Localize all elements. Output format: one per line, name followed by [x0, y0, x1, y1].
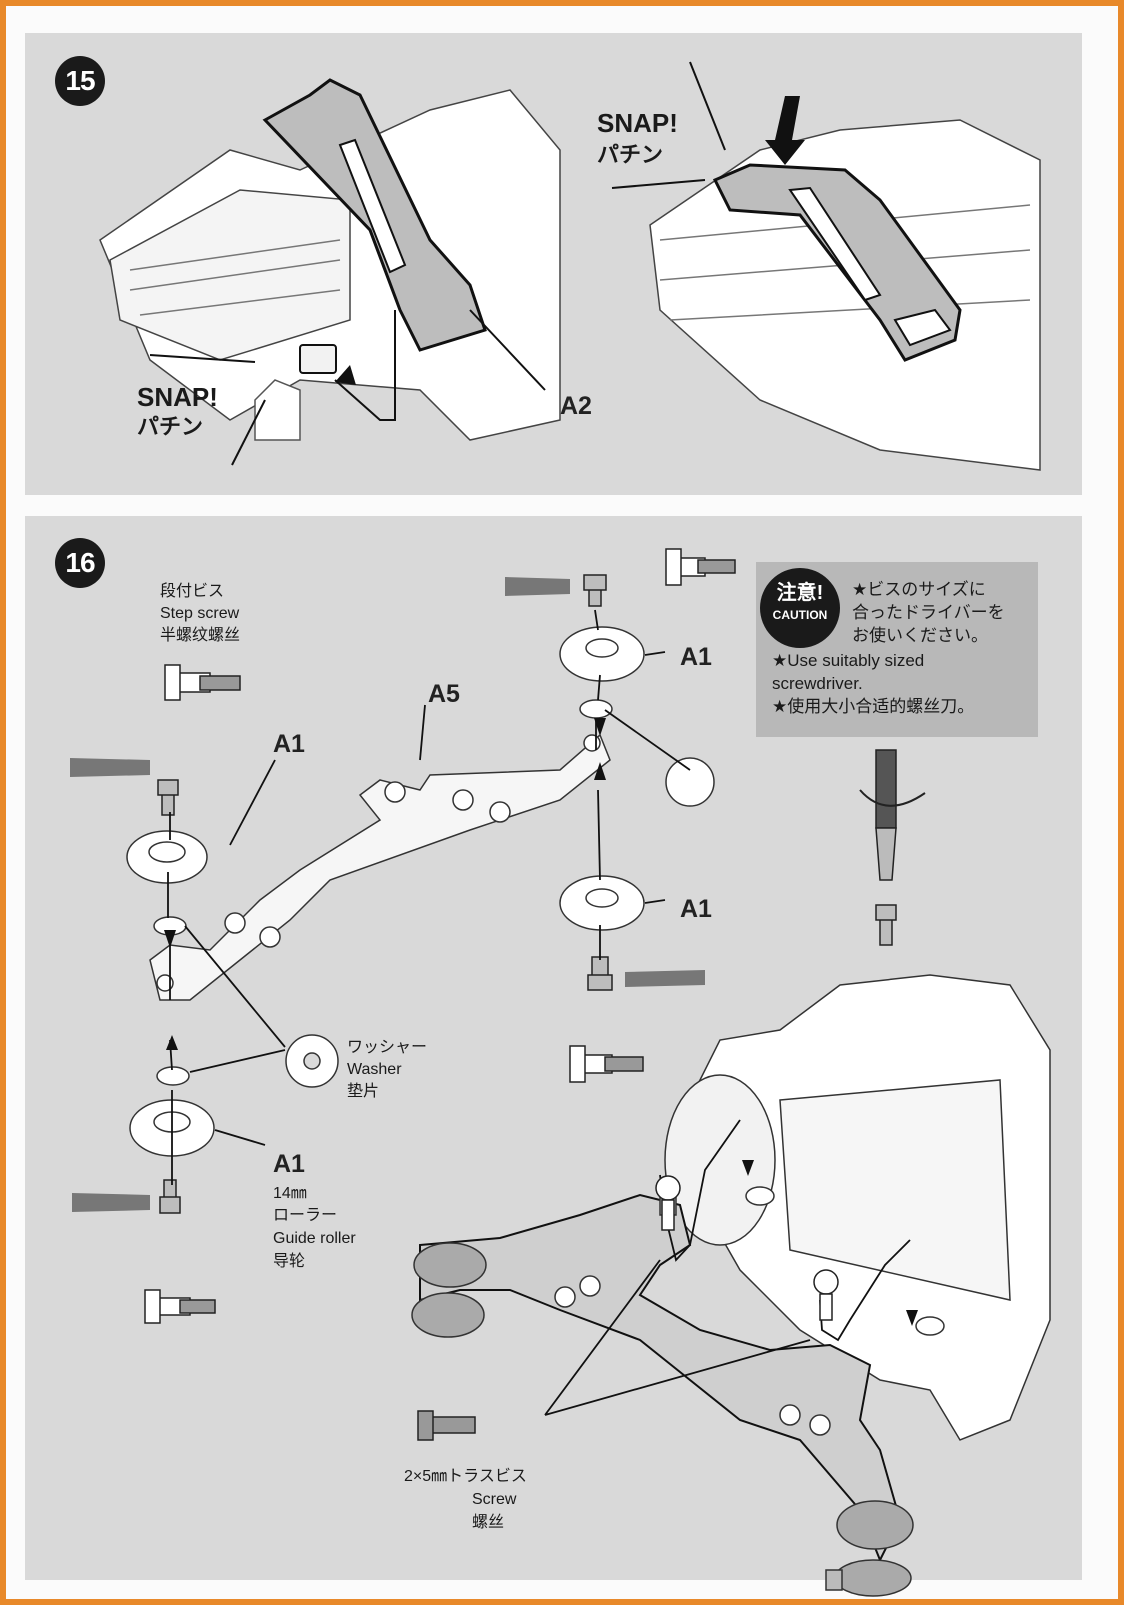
roller-assembled-left — [413, 1242, 487, 1288]
washer-label-en: Washer — [347, 1061, 402, 1078]
step-15-number: 15 — [55, 56, 105, 106]
bracket-a5-assembled — [419, 1193, 902, 1563]
caution-line-1: ★ビスのサイズに — [852, 580, 986, 599]
caution-line-2: 合ったドライバーを — [852, 603, 1005, 622]
step-16-number: 16 — [55, 538, 105, 588]
screw-label-cn: 螺丝 — [472, 1514, 505, 1531]
part-label-a1-upper-left: A1 — [273, 730, 305, 758]
driver-lower-left — [72, 1193, 150, 1212]
washer-top-right — [579, 699, 613, 719]
roller-size-label: 14㎜ — [273, 1185, 307, 1202]
step-screw-label-jp: 段付ビス — [160, 583, 225, 600]
caution-line-5: screwdriver. — [772, 674, 863, 693]
part-label-a1-mid-right: A1 — [680, 895, 712, 923]
washer-label-cn: 垫片 — [347, 1083, 380, 1100]
caution-line-4: ★Use suitably sized — [772, 651, 925, 670]
caution-badge-en: CAUTION — [772, 608, 828, 622]
snap-tab-left — [299, 344, 337, 374]
caution-line-3: お使いください。 — [852, 626, 988, 645]
roller-label-cn: 导轮 — [273, 1253, 306, 1270]
driver-top-right — [505, 577, 570, 596]
car-wheel — [664, 1074, 776, 1246]
snap-label-right-jp: パチン — [597, 142, 664, 167]
snap-label-left-jp: パチン — [137, 414, 204, 439]
roller-label-jp: ローラー — [273, 1207, 338, 1224]
step-screw-label-cn: 半螺纹螺丝 — [160, 627, 241, 644]
part-label-a5: A5 — [428, 680, 460, 708]
part-label-a2: A2 — [560, 392, 592, 420]
snap-arrow-path — [334, 310, 396, 421]
screw-upper-left — [157, 779, 179, 816]
roller-assembled-right — [836, 1500, 914, 1550]
screw-label-en: Screw — [472, 1491, 517, 1508]
caution-box: 注意! CAUTION ★ビスのサイズに 合ったドライバーを お使いください。 … — [756, 562, 1038, 737]
screw-mid-right — [587, 956, 613, 991]
bracket-a2-installed — [712, 163, 962, 362]
snap-label-right: SNAP! — [597, 108, 678, 138]
washer-label-jp: ワッシャー — [347, 1039, 428, 1056]
snap-label-left: SNAP! — [137, 382, 218, 412]
screw-caution — [875, 904, 897, 946]
step-screw-label-en: Step screw — [160, 605, 240, 622]
screw-label-jp: 2×5㎜トラスビス — [404, 1468, 527, 1485]
caution-line-6: ★使用大小合适的螺丝刀。 — [772, 697, 975, 716]
part-label-a1-lower-left: A1 — [273, 1150, 305, 1178]
driver-upper-left — [70, 758, 150, 777]
washer-lower-left — [156, 1066, 190, 1086]
roller-label-en: Guide roller — [273, 1230, 356, 1247]
washer-spare-right — [665, 757, 715, 807]
caution-badge-jp: 注意! — [776, 582, 824, 604]
screw-lower-left — [159, 1179, 181, 1214]
leader-a1-ul — [229, 759, 276, 846]
screwdriver-shaft — [875, 749, 897, 829]
screw-top-right — [583, 574, 607, 607]
driver-mid-right — [625, 970, 705, 987]
push-down-arrow — [765, 96, 805, 165]
bracket-a5 — [149, 733, 611, 1001]
part-label-a1-top-right: A1 — [680, 643, 712, 671]
caution-badge: 注意! CAUTION — [760, 568, 840, 648]
